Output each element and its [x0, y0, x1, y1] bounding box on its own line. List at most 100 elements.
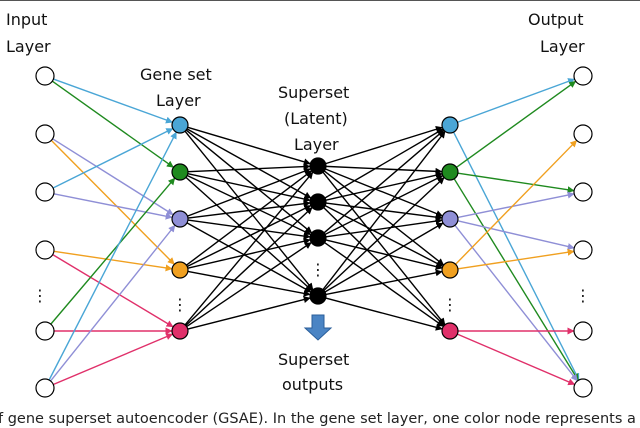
- edge-geneset-latent: [187, 200, 311, 219]
- edges-layer: [48, 78, 580, 386]
- edge-input-geneset: [50, 139, 175, 265]
- nodes-layer: [35, 66, 593, 398]
- edge-latent-decoder: [325, 217, 443, 238]
- output-layer-label-line1: Output: [528, 10, 584, 29]
- input-node: [35, 66, 55, 86]
- edge-geneset-latent: [187, 270, 311, 297]
- edge-latent-decoder: [324, 222, 444, 293]
- edge-input-geneset: [53, 78, 173, 124]
- edge-decoder-output: [457, 220, 575, 250]
- edge-decoder-output: [455, 139, 578, 265]
- geneset-node: [171, 116, 189, 134]
- edge-decoder-output: [453, 178, 579, 381]
- edge-latent-decoder: [322, 171, 446, 326]
- edge-latent-decoder: [325, 168, 444, 217]
- edge-latent-decoder: [324, 242, 444, 327]
- output-node: [573, 321, 593, 341]
- input-node: [35, 378, 55, 398]
- geneset-node: [171, 261, 189, 279]
- edge-latent-decoder: [324, 174, 444, 236]
- input-layer-label-line1: Input: [6, 10, 47, 29]
- edge-input-geneset: [48, 131, 177, 381]
- edge-latent-decoder: [323, 129, 445, 234]
- output-node: [573, 240, 593, 260]
- input-layer-label-line2: Layer: [6, 37, 51, 56]
- edge-decoder-output: [454, 224, 578, 382]
- geneset-node: [171, 163, 189, 181]
- decoder-ellipsis: ⋮: [442, 295, 458, 314]
- edge-latent-decoder: [322, 130, 446, 291]
- edge-geneset-latent: [186, 241, 312, 328]
- edge-geneset-latent: [186, 174, 312, 236]
- edge-latent-decoder: [325, 125, 443, 165]
- edge-input-geneset: [51, 80, 174, 168]
- input-ellipsis: ⋮: [32, 286, 48, 305]
- edge-input-geneset: [53, 250, 173, 272]
- latent-node: [309, 229, 327, 247]
- output-ellipsis: ⋮: [575, 286, 591, 305]
- superset-layer-label-line1: Superset: [278, 83, 349, 102]
- output-node: [573, 378, 593, 398]
- input-node: [35, 182, 55, 202]
- edge-latent-decoder: [323, 176, 445, 292]
- geneset-node: [171, 322, 189, 340]
- edge-geneset-latent: [187, 173, 311, 203]
- edge-geneset-latent: [187, 126, 311, 166]
- output-layer-label-line2: Layer: [540, 37, 585, 56]
- edge-decoder-output: [456, 80, 577, 168]
- input-node: [35, 124, 55, 144]
- decoder-geneset-node: [441, 210, 459, 228]
- edge-latent-decoder: [325, 269, 443, 296]
- edge-input-geneset: [53, 333, 174, 386]
- edge-decoder-output: [457, 248, 575, 270]
- edge-decoder-output: [457, 78, 576, 123]
- superset-layer-label-line3: Layer: [294, 135, 339, 154]
- edge-decoder-output: [457, 333, 576, 386]
- edge-latent-decoder: [325, 297, 443, 331]
- latent-ellipsis: ⋮: [310, 260, 326, 279]
- edge-latent-decoder: [324, 128, 444, 199]
- edge-input-geneset: [52, 127, 174, 189]
- edge-decoder-output: [457, 191, 575, 219]
- decoder-geneset-node: [441, 163, 459, 181]
- edge-geneset-latent: [187, 219, 311, 240]
- edge-geneset-latent: [184, 171, 314, 326]
- superset-outputs-label-line1: Superset: [278, 350, 349, 369]
- geneset-node: [171, 210, 189, 228]
- decoder-geneset-node: [441, 261, 459, 279]
- edge-geneset-latent: [187, 237, 311, 269]
- edge-latent-decoder: [325, 171, 443, 201]
- output-node: [573, 66, 593, 86]
- edge-geneset-latent: [187, 163, 311, 173]
- edge-geneset-latent: [185, 206, 313, 327]
- edge-latent-decoder: [325, 165, 443, 175]
- edge-geneset-latent: [186, 222, 312, 293]
- input-node: [35, 321, 55, 341]
- edge-geneset-latent: [187, 296, 311, 330]
- edge-geneset-latent: [186, 128, 312, 199]
- edge-geneset-latent: [185, 176, 313, 292]
- decoder-geneset-node: [441, 116, 459, 134]
- geneset-layer-label-line2: Layer: [156, 91, 201, 110]
- edge-geneset-latent: [187, 167, 311, 217]
- output-node: [573, 124, 593, 144]
- edge-latent-decoder: [325, 239, 443, 270]
- edge-latent-decoder: [323, 207, 445, 326]
- edge-geneset-latent: [185, 170, 313, 266]
- latent-node: [309, 287, 327, 305]
- edge-input-geneset: [52, 254, 174, 328]
- superset-outputs-label-line2: outputs: [282, 375, 343, 394]
- edge-geneset-latent: [186, 204, 312, 268]
- figure-caption: f gene superset autoencoder (GSAE). In t…: [0, 411, 640, 427]
- edge-input-geneset: [50, 177, 176, 325]
- latent-node: [309, 193, 327, 211]
- edge-input-geneset: [53, 193, 173, 220]
- edge-decoder-output: [452, 131, 580, 381]
- input-node: [35, 240, 55, 260]
- geneset-layer-label-line1: Gene set: [140, 65, 212, 84]
- superset-layer-label-line2: (Latent): [284, 109, 348, 128]
- superset-output-arrow-icon: [303, 314, 333, 341]
- edge-input-geneset: [52, 138, 174, 216]
